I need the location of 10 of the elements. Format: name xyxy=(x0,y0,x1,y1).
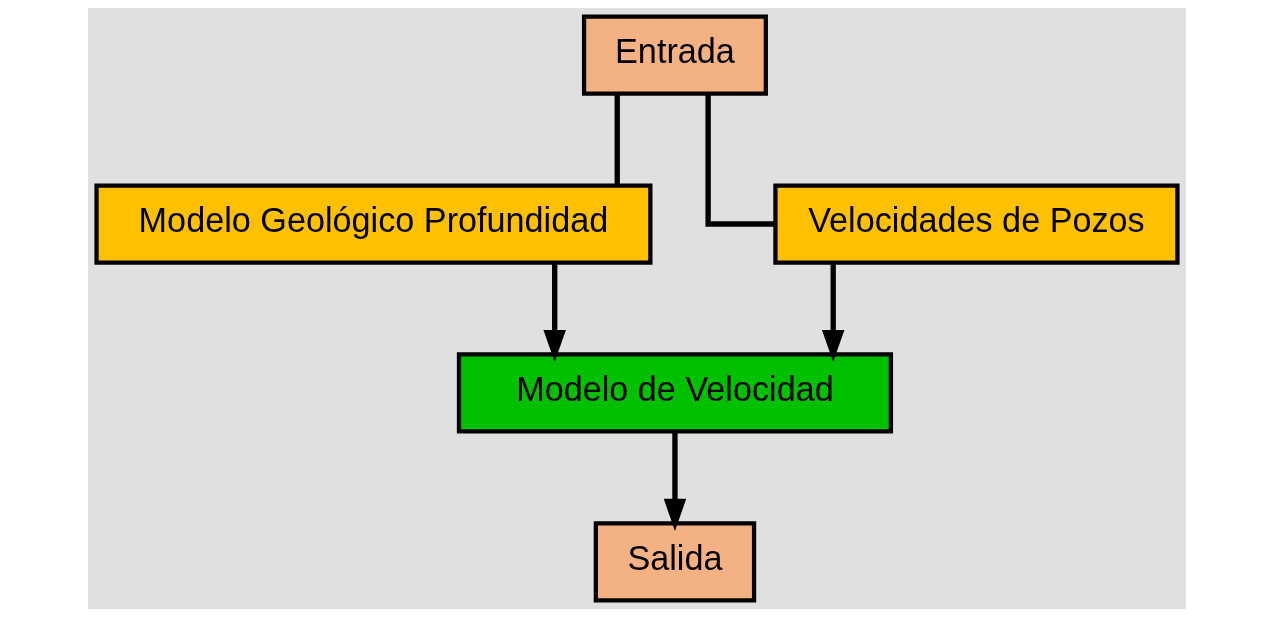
node-box: Entrada xyxy=(581,14,768,96)
arrow xyxy=(663,432,687,532)
node-box: Salida xyxy=(593,521,757,603)
arrow xyxy=(543,263,566,363)
connector xyxy=(614,94,620,186)
node-box: Modelo Geológico Profundidad xyxy=(94,183,653,265)
node-box: Velocidades de Pozos xyxy=(773,183,1180,265)
node-box: Modelo de Velocidad xyxy=(456,352,894,434)
arrow xyxy=(821,263,845,363)
connector xyxy=(705,94,776,227)
